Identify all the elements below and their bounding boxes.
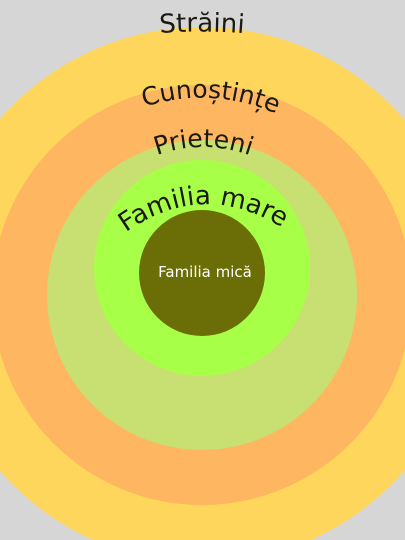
ring-immediate-family: [139, 210, 265, 336]
label-strangers: Străini: [158, 8, 245, 40]
label-immediate-family: Familia mică: [158, 263, 252, 281]
